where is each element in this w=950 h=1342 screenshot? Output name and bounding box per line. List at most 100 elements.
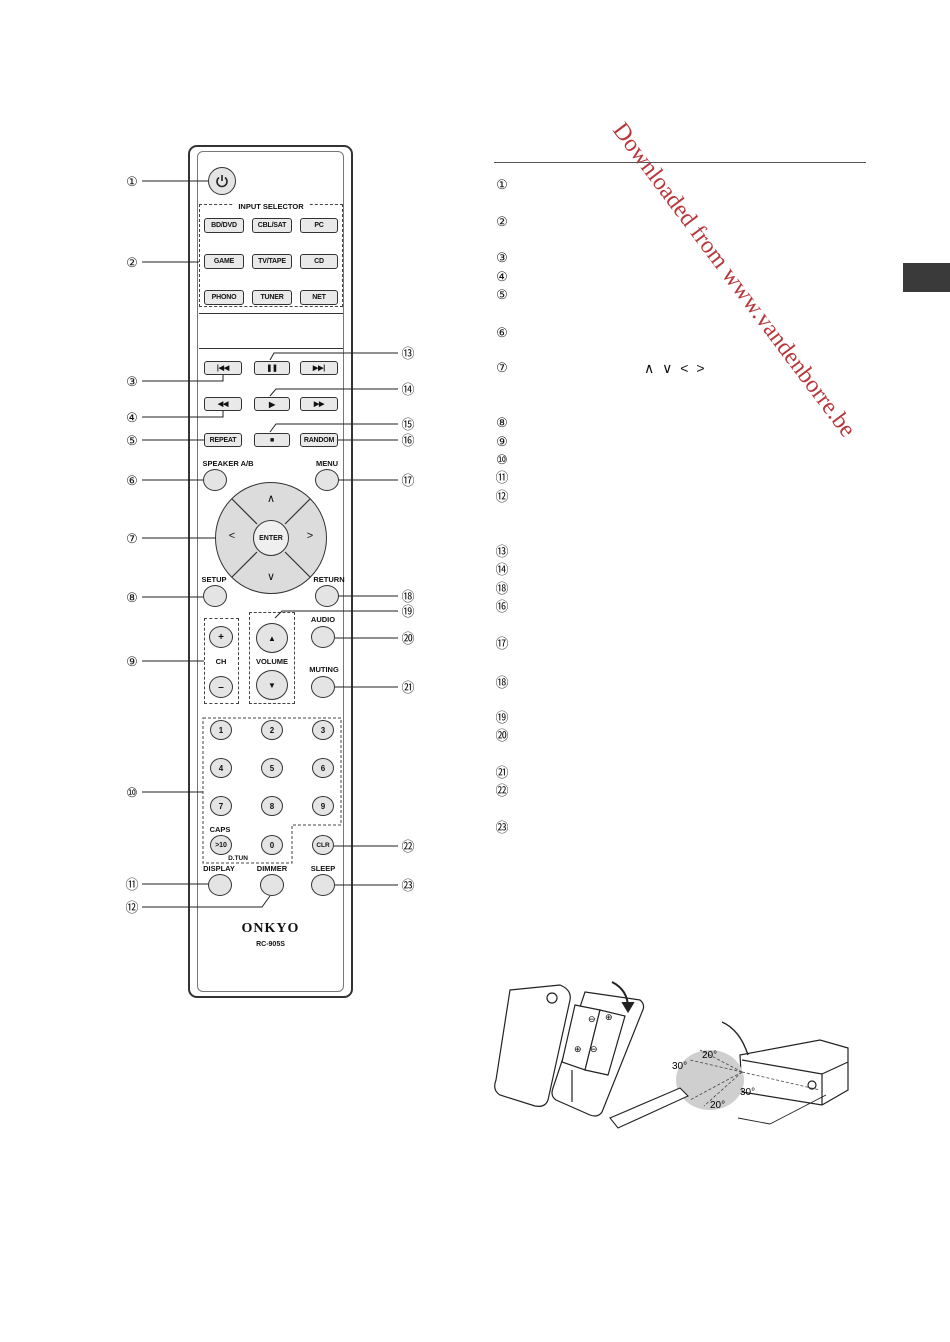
setup-label: SETUP bbox=[201, 575, 227, 584]
legend-number: ⑨ bbox=[496, 434, 508, 449]
callout-14: ⑭ bbox=[401, 382, 415, 397]
plus-icon: + bbox=[218, 631, 224, 643]
fast-forward-icon: ▶▶ bbox=[313, 401, 325, 408]
source-game-button[interactable]: GAME bbox=[204, 254, 244, 269]
callout-10: ⑩ bbox=[126, 785, 138, 800]
sleep-label: SLEEP bbox=[310, 864, 336, 873]
volume-up-button[interactable]: ▲ bbox=[256, 623, 288, 653]
digit-7-button[interactable]: 7 bbox=[210, 796, 232, 816]
dpad-down-button[interactable]: ∨ bbox=[266, 571, 276, 583]
source-phono-button[interactable]: PHONO bbox=[204, 290, 244, 305]
digit-5-button[interactable]: 5 bbox=[261, 758, 283, 778]
angle-label-30-left: 30° bbox=[672, 1061, 687, 1072]
return-label: RETURN bbox=[313, 575, 345, 584]
source-tv-tape-button[interactable]: TV/TAPE bbox=[252, 254, 292, 269]
volume-label: VOLUME bbox=[255, 657, 289, 666]
stop-icon: ■ bbox=[269, 436, 275, 444]
angle-label-30-right: 30° bbox=[740, 1087, 755, 1098]
volume-down-icon: ▼ bbox=[268, 680, 276, 690]
callout-5: ⑤ bbox=[126, 433, 138, 448]
legend-number: ④ bbox=[496, 269, 508, 284]
digit-3-button[interactable]: 3 bbox=[312, 720, 334, 740]
skip-back-button[interactable]: |◀◀ bbox=[204, 361, 242, 375]
source-cbl-sat-button[interactable]: CBL/SAT bbox=[252, 218, 292, 233]
dimmer-button[interactable] bbox=[260, 874, 284, 896]
speaker-ab-label: SPEAKER A/B bbox=[202, 459, 254, 468]
random-button[interactable]: RANDOM bbox=[300, 433, 338, 447]
remote-back-icon bbox=[551, 981, 645, 1117]
digit-8-button[interactable]: 8 bbox=[261, 796, 283, 816]
digit-6-button[interactable]: 6 bbox=[312, 758, 334, 778]
clr-button[interactable]: CLR bbox=[312, 835, 334, 855]
skip-forward-icon: ▶▶| bbox=[312, 365, 326, 372]
skip-back-icon: |◀◀ bbox=[216, 365, 230, 372]
dimmer-label: DIMMER bbox=[256, 864, 288, 873]
speaker-ab-button[interactable] bbox=[203, 469, 227, 491]
callout-12: ⑫ bbox=[125, 900, 139, 915]
pause-button[interactable]: ❚❚ bbox=[254, 361, 290, 375]
rewind-button[interactable]: ◀◀ bbox=[204, 397, 242, 411]
channel-down-button[interactable]: – bbox=[209, 676, 233, 698]
enter-button[interactable]: ENTER bbox=[253, 520, 289, 556]
source-bd-dvd-button[interactable]: BD/DVD bbox=[204, 218, 244, 233]
channel-up-button[interactable]: + bbox=[209, 626, 233, 648]
minus-icon: – bbox=[218, 681, 224, 693]
audio-button[interactable] bbox=[311, 626, 335, 648]
digit-9-button[interactable]: 9 bbox=[312, 796, 334, 816]
source-pc-button[interactable]: PC bbox=[300, 218, 338, 233]
legend-number: ⑤ bbox=[496, 287, 508, 302]
digit-4-button[interactable]: 4 bbox=[210, 758, 232, 778]
receiver-unit-icon bbox=[739, 1039, 849, 1106]
callout-17: ⑰ bbox=[401, 473, 415, 488]
callout-3: ③ bbox=[126, 374, 138, 389]
dpad-left-button[interactable]: < bbox=[228, 530, 236, 542]
legend-number: ⑬ bbox=[495, 544, 509, 559]
return-button[interactable] bbox=[315, 585, 339, 607]
callout-2: ② bbox=[126, 255, 138, 270]
menu-label: MENU bbox=[315, 459, 339, 468]
power-icon bbox=[216, 175, 228, 188]
volume-down-button[interactable]: ▼ bbox=[256, 670, 288, 700]
play-button[interactable]: ▶ bbox=[254, 397, 290, 411]
legend-number: ⑱ bbox=[495, 581, 509, 596]
muting-button[interactable] bbox=[311, 676, 335, 698]
source-tuner-button[interactable]: TUNER bbox=[252, 290, 292, 305]
remote-face bbox=[197, 151, 344, 992]
battery-plus-sign-2: ⊕ bbox=[605, 1012, 613, 1022]
digit-0-button[interactable]: 0 bbox=[261, 835, 283, 855]
legend-number: ② bbox=[496, 214, 508, 229]
callout-15: ⑮ bbox=[401, 417, 415, 432]
skip-forward-button[interactable]: ▶▶| bbox=[300, 361, 338, 375]
display-button[interactable] bbox=[208, 874, 232, 896]
menu-button[interactable] bbox=[315, 469, 339, 491]
sleep-button[interactable] bbox=[311, 874, 335, 896]
digit-2-button[interactable]: 2 bbox=[261, 720, 283, 740]
muting-label: MUTING bbox=[309, 665, 339, 674]
caps-label: CAPS bbox=[209, 825, 231, 834]
legend-number: ⑪ bbox=[495, 470, 509, 485]
setup-button[interactable] bbox=[203, 585, 227, 607]
plus10-button[interactable]: >10 bbox=[210, 835, 232, 855]
source-net-button[interactable]: NET bbox=[300, 290, 338, 305]
digit-1-button[interactable]: 1 bbox=[210, 720, 232, 740]
callout-13: ⑬ bbox=[401, 346, 415, 361]
fast-forward-button[interactable]: ▶▶ bbox=[300, 397, 338, 411]
callout-21: ㉑ bbox=[401, 680, 415, 695]
repeat-button[interactable]: REPEAT bbox=[204, 433, 242, 447]
legend-number: ① bbox=[496, 177, 508, 192]
legend-arrow-icons: ∧ ∨ < > bbox=[644, 360, 707, 376]
dpad-up-button[interactable]: ∧ bbox=[266, 493, 276, 505]
callout-8: ⑧ bbox=[126, 590, 138, 605]
battery-minus-sign: ⊖ bbox=[588, 1014, 596, 1024]
legend-number: ㉑ bbox=[495, 765, 509, 780]
display-label: DISPLAY bbox=[203, 864, 235, 873]
legend-number: ⑰ bbox=[495, 636, 509, 651]
dpad-right-button[interactable]: > bbox=[306, 530, 314, 542]
callout-16: ⑯ bbox=[401, 433, 415, 448]
power-button[interactable] bbox=[208, 167, 236, 195]
stop-button[interactable]: ■ bbox=[254, 433, 290, 447]
callout-1: ① bbox=[126, 174, 138, 189]
section-rule bbox=[494, 162, 866, 163]
legend-number: ㉒ bbox=[495, 783, 509, 798]
source-cd-button[interactable]: CD bbox=[300, 254, 338, 269]
